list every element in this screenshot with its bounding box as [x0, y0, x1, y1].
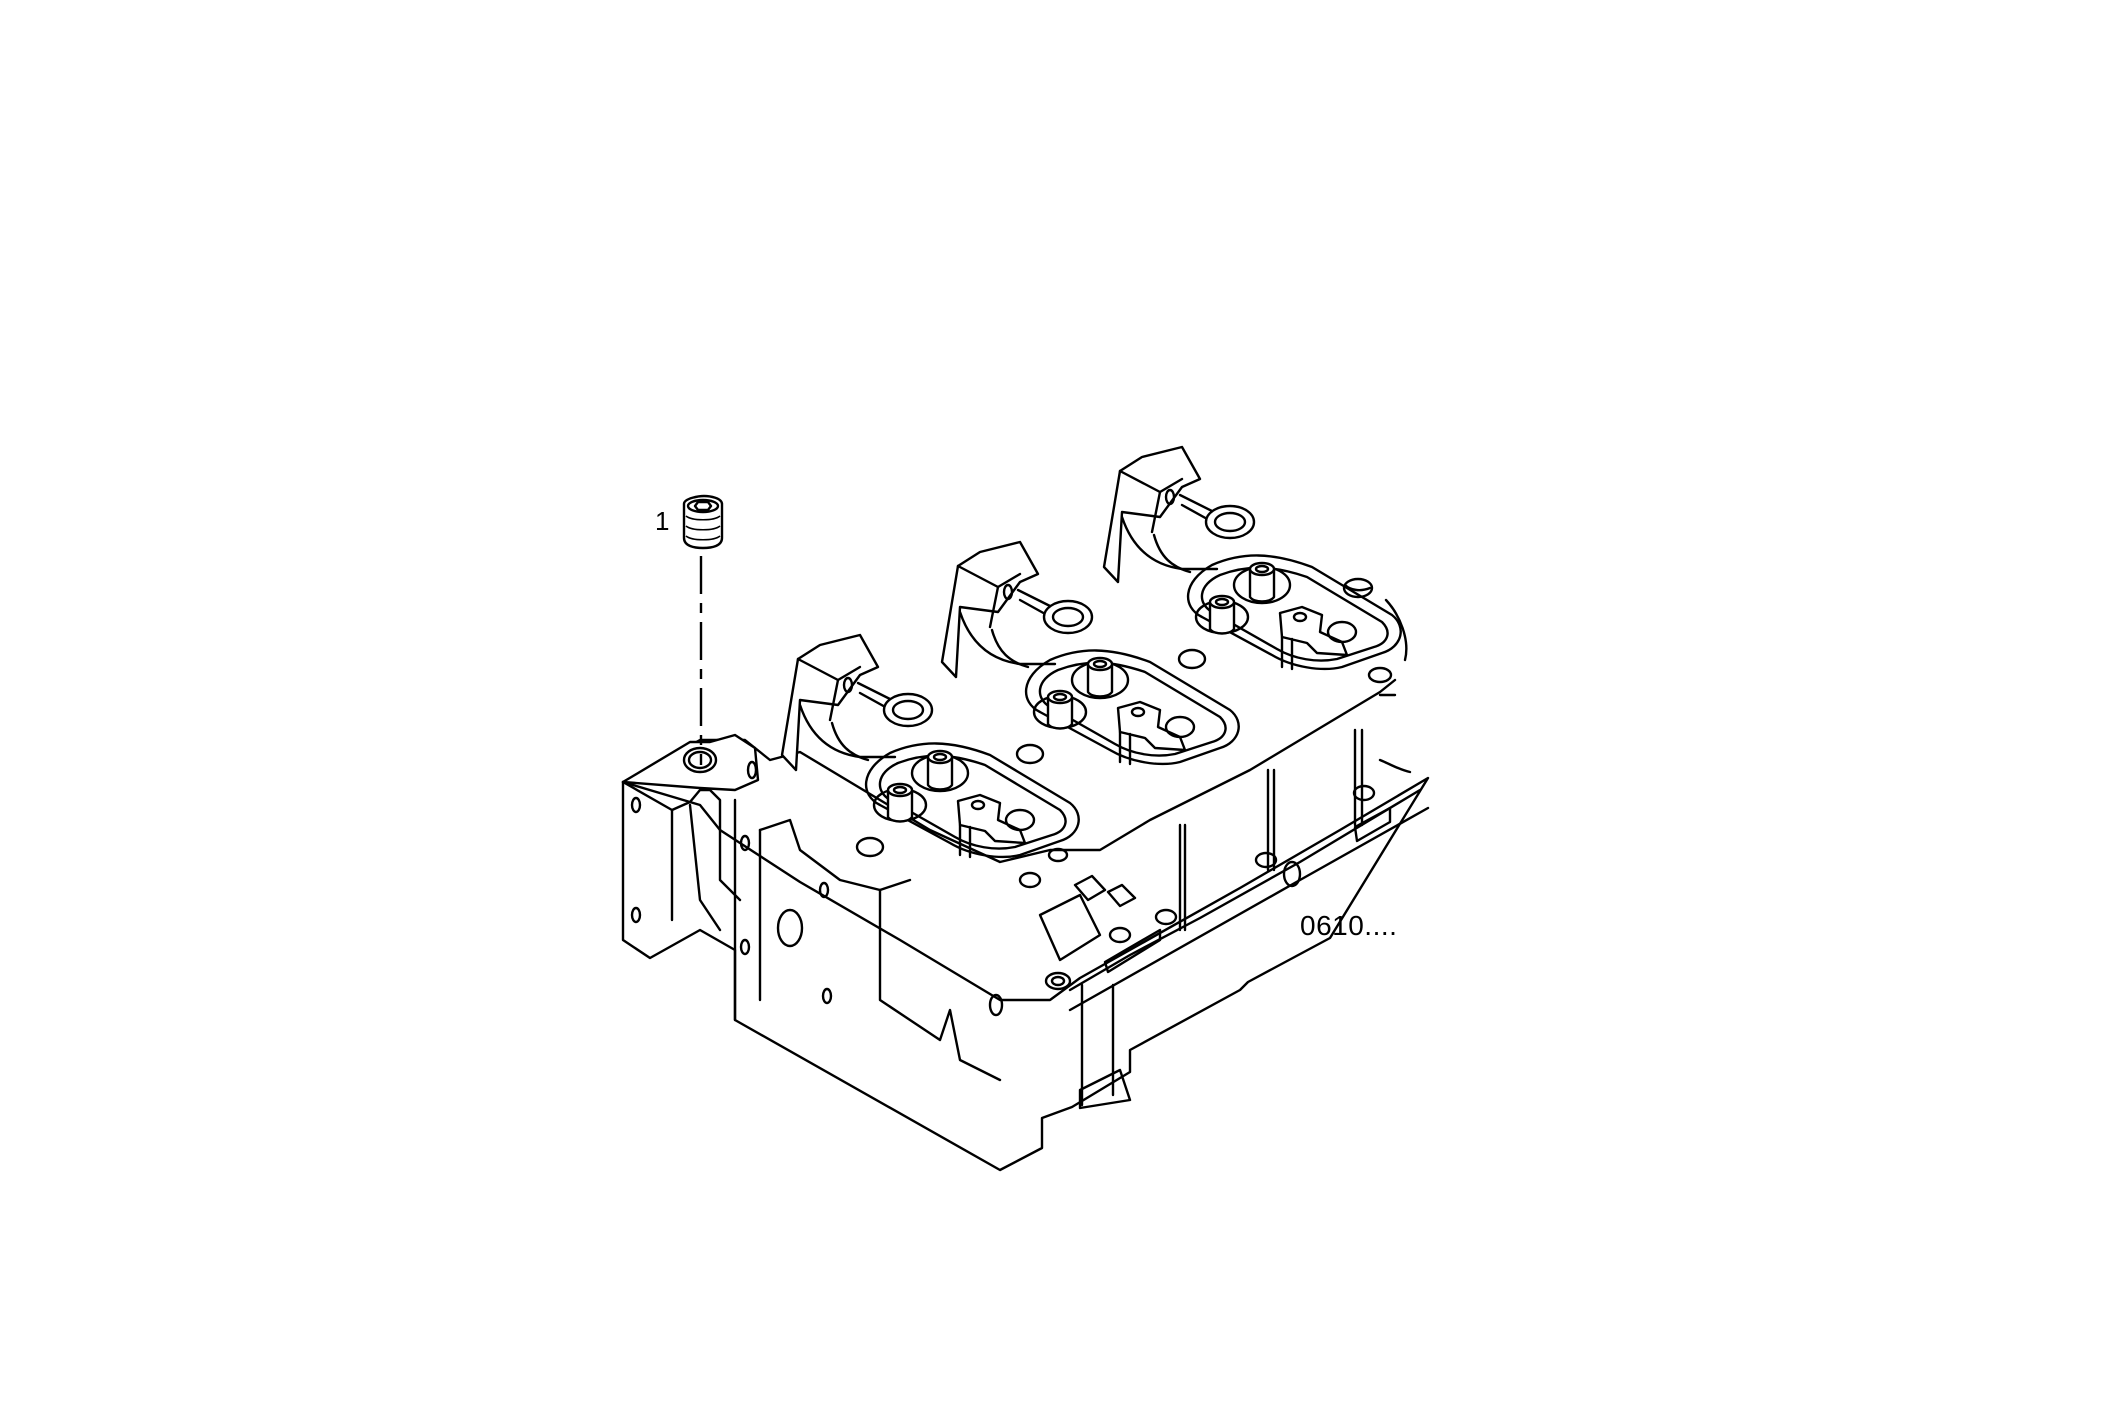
plug-part-1	[682, 494, 724, 550]
drawing-cut-edge	[1342, 577, 1412, 774]
cylinder-2	[940, 540, 1240, 766]
callout-label-1: 1	[655, 506, 670, 536]
cylinder-3	[1102, 445, 1402, 671]
reference-code-label: 0610....	[1300, 910, 1398, 941]
cylinder-head-block	[621, 666, 1430, 1172]
